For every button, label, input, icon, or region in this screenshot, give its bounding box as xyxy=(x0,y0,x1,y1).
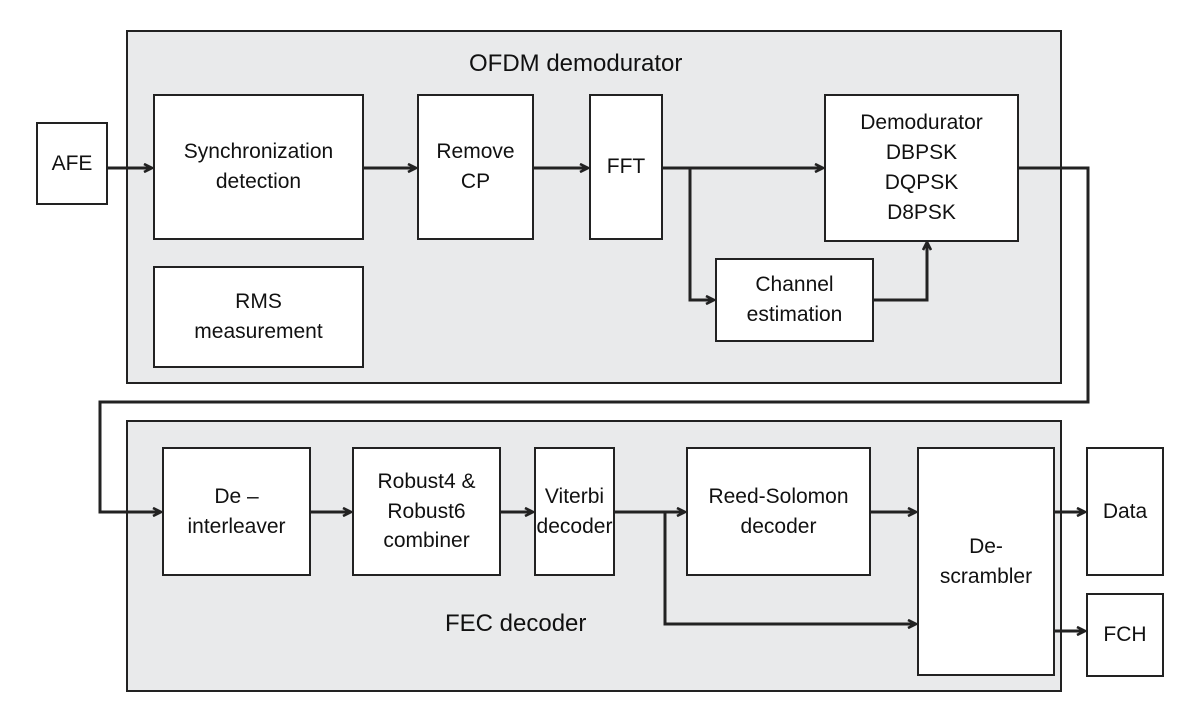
block-label-line: DBPSK xyxy=(885,141,958,165)
block-label-line: Robust4 & xyxy=(377,469,476,493)
block-label-line: DQPSK xyxy=(884,171,959,194)
block-label-line: estimation xyxy=(746,303,843,326)
wire-fft-to-channel-estimation xyxy=(688,168,714,300)
ofdm-demodulator-title: OFDM demodurator xyxy=(469,50,683,77)
afe-block: AFE xyxy=(36,122,108,205)
block-label-line: Demodurator xyxy=(860,111,983,135)
fft-block: FFT xyxy=(589,94,663,240)
block-label-line: FFT xyxy=(606,155,646,178)
block-label-line: RMS xyxy=(235,290,282,314)
block-label-line: Channel xyxy=(755,273,834,297)
block-label-line: combiner xyxy=(383,529,470,553)
block-label-line: AFE xyxy=(51,151,93,175)
block-label-line: interleaver xyxy=(187,514,286,538)
fch-output-block: FCH xyxy=(1086,593,1164,677)
wire-channel-estimation-to-demodulator xyxy=(873,242,927,302)
robust-combiner-block: Robust4 & Robust6 combiner xyxy=(352,447,501,576)
block-label-line: Viterbi xyxy=(544,484,605,508)
wire-viterbi-to-descrambler xyxy=(663,512,916,624)
block-label-line: Remove xyxy=(436,140,515,164)
block-label-line: detection xyxy=(215,170,302,193)
block-label-line: decoder xyxy=(536,514,613,538)
block-label-line: decoder xyxy=(740,514,817,538)
wire-demodulator-to-deinterleaver xyxy=(98,166,1090,512)
channel-estimation-block: Channel estimation xyxy=(715,258,874,342)
block-label-line: FCH xyxy=(1103,623,1147,647)
block-label-line: measurement xyxy=(194,320,323,343)
block-label-line: Synchronization xyxy=(183,140,334,164)
block-label-line: D8PSK xyxy=(887,200,956,224)
block-label-line: De – xyxy=(214,484,259,508)
block-label-line: Robust6 xyxy=(387,499,466,523)
viterbi-decoder-block: Viterbi decoder xyxy=(534,447,615,576)
block-label-line: scrambler xyxy=(939,564,1033,588)
reed-solomon-decoder-block: Reed-Solomon decoder xyxy=(686,447,871,576)
descrambler-block: De-scrambler xyxy=(917,447,1055,676)
deinterleaver-block: De – interleaver xyxy=(162,447,311,576)
block-label-line: De- xyxy=(969,534,1003,558)
rms-measurement-block: RMS measurement xyxy=(153,266,364,368)
block-label-line: Reed-Solomon xyxy=(708,484,849,508)
block-label-line: Data xyxy=(1102,499,1148,523)
fec-decoder-title: FEC decoder xyxy=(445,610,587,637)
data-output-block: Data xyxy=(1086,447,1164,576)
block-label-line: CP xyxy=(460,170,491,193)
synchronization-detection-block: Synchronization detection xyxy=(153,94,364,240)
